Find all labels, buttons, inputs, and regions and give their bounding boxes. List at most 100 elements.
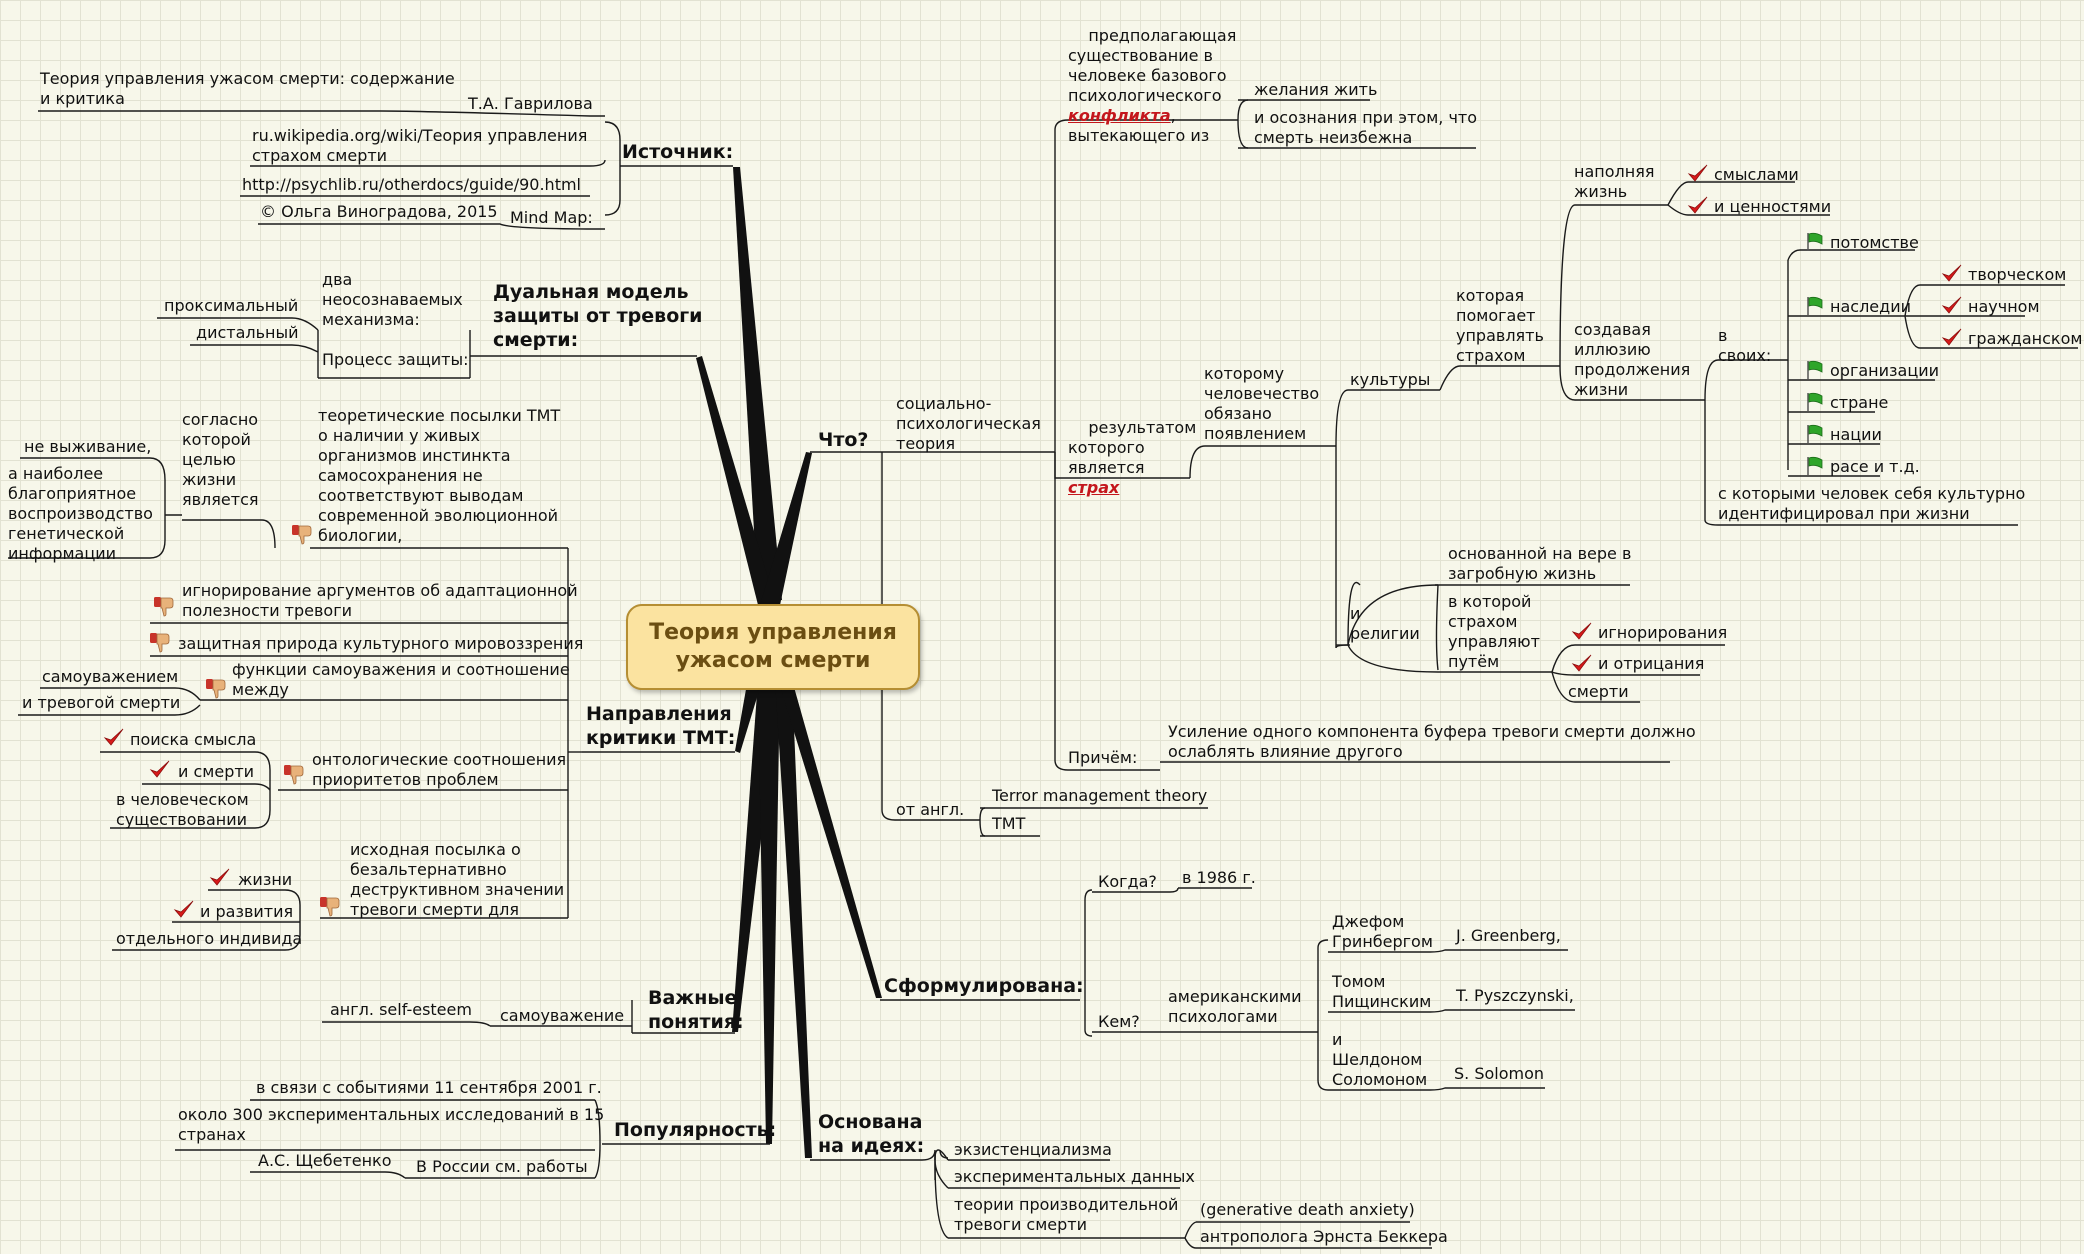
source-label[interactable]: Источник: <box>622 141 734 163</box>
line-moreover <box>1054 759 1160 771</box>
critique-c4: функции самоуважения и соотношение между <box>232 660 570 699</box>
line-greenberg <box>1328 949 1568 953</box>
critique-c3: защитная природа культурного мировоззрен… <box>178 634 584 653</box>
line-manage-fan <box>1551 644 1725 703</box>
denial-check-icon <box>1571 654 1592 672</box>
dual-distal: дистальный <box>196 323 299 342</box>
formulated-who: Кем? <box>1098 1012 1140 1031</box>
critique-c6-b: и развития <box>200 902 294 921</box>
line-when <box>1092 887 1179 893</box>
based-i3: теории производительной тревоги смерти <box>954 1195 1179 1234</box>
source-ref3[interactable]: http://psychlib.ru/otherdocs/guide/90.ht… <box>242 175 581 194</box>
what-abbr: TMT <box>992 814 1026 833</box>
critique-c1-text: теоретические посылки ТМТ о наличии у жи… <box>318 406 561 545</box>
popularity-p1: в связи с событиями 11 сентября 2001 г. <box>256 1078 602 1097</box>
critique-c4-b: и тревогой смерти <box>22 693 181 712</box>
critique-label[interactable]: Направления критики ТМТ: <box>586 703 736 749</box>
what-meanings: смыслами <box>1714 165 1799 184</box>
what-from-eng: от англ. <box>896 800 965 819</box>
nation-green-flag-icon <box>1807 424 1823 443</box>
formulated-solomon-en: S. Solomon <box>1454 1064 1545 1083</box>
line-p3-author <box>250 1171 406 1179</box>
what-offspring: потомстве <box>1830 233 1919 252</box>
source-mindmap-label: Mind Map: <box>510 208 593 227</box>
line-c5-b <box>142 783 271 791</box>
line-conflict-fan <box>1237 99 1249 149</box>
formulated-solomon: и Шелдоном Соломоном <box>1332 1030 1428 1089</box>
formulated-greenberg: Джефом Гринбергом <box>1332 912 1433 951</box>
what-conflict-word: конфликта <box>1068 106 1171 125</box>
c5-thumbs-down-icon <box>284 765 304 785</box>
line-source-bracket <box>604 121 621 216</box>
formulated-label[interactable]: Сформулирована: <box>884 975 1084 997</box>
what-race: расе и т.д. <box>1830 457 1920 476</box>
line-based-curve <box>921 1149 936 1161</box>
critique-c5-b: и смерти <box>178 762 255 781</box>
what-label[interactable]: Что? <box>818 429 869 451</box>
what-afterlife: основанной на вере в загробную жизнь <box>1448 544 1632 583</box>
line-own <box>1704 359 1788 401</box>
what-heritage: наследии <box>1830 297 1911 316</box>
values-check-icon <box>1687 196 1708 214</box>
what-buffer: Усиление одного компонента буфера тревог… <box>1168 722 1696 761</box>
critique-c6-c: отдельного индивида <box>116 929 303 948</box>
line-afterlife <box>1347 584 1439 646</box>
what-helps: которая помогает управлять страхом <box>1456 286 1544 365</box>
line-distal <box>190 344 319 353</box>
creative-check-icon <box>1941 264 1962 282</box>
civic-check-icon <box>1941 328 1962 346</box>
wedge-based <box>775 680 812 1158</box>
heritage-green-flag-icon <box>1807 296 1823 315</box>
line-ref1 <box>38 110 605 117</box>
offspring-green-flag-icon <box>1807 232 1823 251</box>
based-label[interactable]: Основана на идеях: <box>818 1111 925 1157</box>
source-copyright: © Ольга Виноградова, 2015 <box>260 202 498 221</box>
what-values: и ценностями <box>1714 197 1832 216</box>
formulated-pyszczynski-en: T. Pyszczynski, <box>1456 986 1574 1005</box>
formulated-pyszczynski: Томом Пищинским <box>1332 972 1432 1011</box>
line-mindmap <box>258 223 606 230</box>
c5a-check-icon <box>103 728 124 746</box>
critique-c1-best: а наиболее благоприятное воспроизводство… <box>8 464 153 563</box>
line-pyszczynski <box>1328 1009 1575 1013</box>
formulated-american: американскими психологами <box>1168 987 1302 1026</box>
line-humanity <box>1189 445 1336 479</box>
dual-two-mechanisms: два неосознаваемых механизма: <box>322 270 463 329</box>
concepts-label[interactable]: Важные понятия: <box>648 987 744 1033</box>
based-i3-b: антрополога Эрнста Беккера <box>1200 1227 1448 1246</box>
dual-proximal: проксимальный <box>164 296 299 315</box>
center-topic[interactable]: Теория управления ужасом смерти <box>626 604 920 690</box>
source-ref1-author: Т.А. Гаврилова <box>468 94 593 113</box>
line-c4-a <box>40 687 201 701</box>
what-denial: и отрицания <box>1598 654 1705 673</box>
line-from-eng <box>881 604 980 821</box>
line-c6-c <box>112 920 301 951</box>
line-culture <box>1335 389 1440 447</box>
popularity-p3: В России см. работы <box>416 1157 588 1176</box>
wedge-source <box>733 167 782 600</box>
line-form-bracket <box>1084 889 1093 1037</box>
line-c1-goal <box>182 519 276 549</box>
line-based-fan <box>934 1159 1197 1249</box>
line-fill-fan <box>1667 181 1830 216</box>
critique-c4-a: самоуважением <box>42 667 179 686</box>
critique-c5-a: поиска смысла <box>130 730 257 749</box>
popularity-p3-author: А.С. Щебетенко <box>258 1151 392 1170</box>
what-fill: наполняя жизнь <box>1574 162 1655 201</box>
popularity-label[interactable]: Популярность: <box>614 1119 777 1141</box>
what-identified: с которыми человек себя культурно иденти… <box>1718 484 2026 523</box>
line-c5-c <box>110 790 271 829</box>
what-death: смерти <box>1568 682 1629 701</box>
line-c6-a <box>208 889 301 920</box>
source-ref2[interactable]: ru.wikipedia.org/wiki/Теория управления … <box>252 126 588 165</box>
what-theory: социально- психологическая теория <box>896 394 1041 453</box>
what-illusion: создавая иллюзию продолжения жизни <box>1574 320 1691 399</box>
line-american-bracket <box>1317 939 1329 1091</box>
dual-label[interactable]: Дуальная модель защиты от тревоги смерти… <box>493 281 703 351</box>
line-eng <box>322 1021 491 1027</box>
what-humanity: которому человечество обязано появлением <box>1204 364 1320 443</box>
line-helps-bracket <box>1559 204 1705 401</box>
what-desire: желания жить <box>1254 80 1378 99</box>
